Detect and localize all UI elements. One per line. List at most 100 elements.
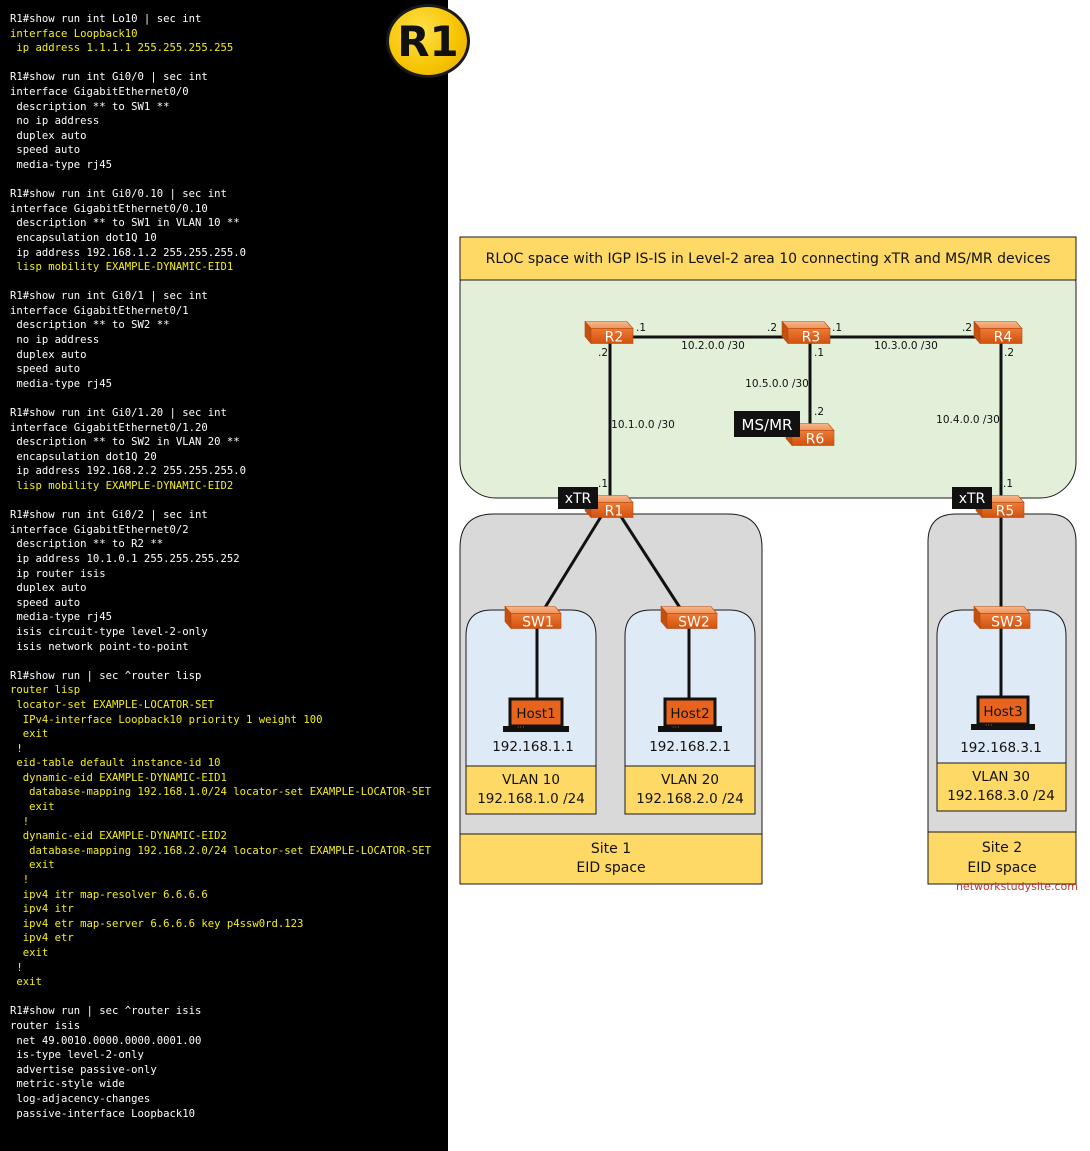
site2-space: EID space xyxy=(967,860,1036,876)
router-r4-top xyxy=(973,321,1023,329)
router-r2-label: R2 xyxy=(605,330,624,346)
terminal-line: lisp mobility EXAMPLE-DYNAMIC-EID2 xyxy=(10,480,234,492)
terminal-line: interface GigabitEthernet0/1.20 xyxy=(10,421,208,434)
router-badge: R1 xyxy=(386,4,470,78)
site2-banner xyxy=(927,831,1077,885)
host3-name: Host3 xyxy=(983,704,1022,720)
terminal-line: description ** to SW1 ** xyxy=(10,100,170,113)
if-r3-right: .1 xyxy=(832,322,842,334)
subnet-r3-r6: 10.5.0.0 /30 xyxy=(745,378,809,390)
router-r3-label: R3 xyxy=(802,330,821,346)
host2-base xyxy=(658,726,722,732)
terminal-line: ! xyxy=(10,961,23,974)
terminal-line: passive-interface Loopback10 xyxy=(10,1107,195,1120)
terminal-line: duplex auto xyxy=(10,582,87,595)
terminal-line: R1#show run int Lo10 | sec int xyxy=(10,13,202,25)
terminal-line: media-type rj45 xyxy=(10,377,113,390)
terminal-line: advertise passive-only xyxy=(10,1063,157,1076)
host1-ip: 192.168.1.1 xyxy=(492,739,574,755)
site1-banner xyxy=(459,833,763,885)
host2-ip: 192.168.2.1 xyxy=(649,739,731,755)
terminal-line: metric-style wide xyxy=(10,1078,125,1091)
ms-mr-tag xyxy=(734,411,800,437)
terminal-line: ip address 10.1.0.1 255.255.255.252 xyxy=(10,552,240,565)
subnet-r4-r5: 10.4.0.0 /30 xyxy=(936,414,1000,426)
terminal-line: exit xyxy=(10,947,49,959)
terminal-line: no ip address xyxy=(10,334,100,347)
link-r1-sw2 xyxy=(618,514,686,615)
if-r4-left: .2 xyxy=(962,322,972,334)
vlan20-name: VLAN 20 xyxy=(661,772,719,788)
terminal-line: speed auto xyxy=(10,363,81,376)
router-r2-front xyxy=(590,328,634,344)
host2-name: Host2 xyxy=(670,706,709,722)
router-r4-front xyxy=(979,328,1023,344)
terminal-line: database-mapping 192.168.1.0/24 locator-… xyxy=(10,786,431,799)
router-r2: R2 xyxy=(584,320,634,346)
router-r5-label: R5 xyxy=(996,504,1015,520)
links xyxy=(535,335,1003,702)
terminal-line: dynamic-eid EXAMPLE-DYNAMIC-EID1 xyxy=(10,771,227,784)
router-r2-top xyxy=(584,321,634,329)
site1-space: EID space xyxy=(576,860,645,876)
terminal-line: description ** to SW2 ** xyxy=(10,319,170,332)
terminal-line: R1#show run int Gi0/0.10 | sec int xyxy=(10,188,227,201)
router-r3: R3 xyxy=(781,320,831,346)
site1-name: Site 1 xyxy=(591,841,631,857)
terminal-line: R1#show run int Gi0/1 | sec int xyxy=(10,290,208,303)
host3-dots: ··· xyxy=(985,721,993,730)
terminal-line: database-mapping 192.168.2.0/24 locator-… xyxy=(10,844,431,857)
terminal-line: eid-table default instance-id 10 xyxy=(10,757,221,770)
terminal-line: exit xyxy=(10,859,55,872)
terminal-line: exit xyxy=(10,801,55,814)
terminal-line: exit xyxy=(10,976,42,989)
terminal-line: interface GigabitEthernet0/0 xyxy=(10,85,189,98)
terminal-line: IPv4-interface Loopback10 priority 1 wei… xyxy=(10,713,323,726)
vlan20-label-box xyxy=(624,765,756,815)
vlan30-label-box xyxy=(936,762,1067,812)
switch-sw3-top xyxy=(973,606,1031,614)
terminal-line: ipv4 itr xyxy=(10,903,74,916)
host3: Host3 ··· xyxy=(971,695,1035,730)
vlan30-subnet: 192.168.3.0 /24 xyxy=(947,788,1055,804)
vlan30-name: VLAN 30 xyxy=(972,769,1030,785)
host1-name: Host1 xyxy=(516,706,555,722)
terminal-line: description ** to SW2 in VLAN 20 ** xyxy=(10,436,240,449)
terminal-line: media-type rj45 xyxy=(10,158,113,171)
host1-base xyxy=(503,726,569,732)
terminal-line: lisp mobility EXAMPLE-DYNAMIC-EID1 xyxy=(10,261,234,274)
router-r3-front xyxy=(787,328,831,344)
terminal-line: log-adjacency-changes xyxy=(10,1092,151,1105)
watermark: networkstudysite.com xyxy=(956,880,1078,893)
xtr1-tag xyxy=(558,487,598,509)
xtr5-label: xTR xyxy=(959,491,986,507)
site2-name: Site 2 xyxy=(982,840,1022,856)
terminal-line: ip router isis xyxy=(10,567,106,580)
terminal-line: interface GigabitEthernet0/0.10 xyxy=(10,202,208,215)
switch-sw1-top xyxy=(504,606,562,614)
xtr5-tag xyxy=(952,487,992,509)
cli-terminal: R1#show run int Lo10 | sec int interface … xyxy=(0,0,448,1151)
terminal-line: is-type level-2-only xyxy=(10,1049,144,1062)
terminal-line: isis circuit-type level-2-only xyxy=(10,625,208,638)
if-r3-bottom: .1 xyxy=(814,347,824,359)
terminal-line: speed auto xyxy=(10,596,81,609)
host2: Host2 ··· xyxy=(658,697,722,732)
terminal-line: ipv4 itr map-resolver 6.6.6.6 xyxy=(10,888,208,901)
if-r2-right: .1 xyxy=(636,322,646,334)
switch-sw3: SW3 xyxy=(973,605,1031,631)
router-r1-label: R1 xyxy=(605,504,624,520)
subnet-r3-r4: 10.3.0.0 /30 xyxy=(874,340,938,352)
switch-sw2-label: SW2 xyxy=(678,615,710,631)
link-r1-sw1 xyxy=(539,514,604,615)
terminal-line: R1#show run int Gi0/1.20 | sec int xyxy=(10,407,227,420)
switch-sw1-front xyxy=(510,613,562,629)
router-r3-top xyxy=(781,321,831,329)
vlan20-subnet: 192.168.2.0 /24 xyxy=(636,791,744,807)
terminal-line: R1#show run int Gi0/0 | sec int xyxy=(10,71,208,84)
terminal-line: exit xyxy=(10,728,49,741)
subnet-r1-r2: 10.1.0.0 /30 xyxy=(611,419,675,431)
switch-sw2-front xyxy=(666,613,718,629)
router-r6-front xyxy=(791,430,835,446)
host1: Host1 ··· xyxy=(503,697,569,732)
